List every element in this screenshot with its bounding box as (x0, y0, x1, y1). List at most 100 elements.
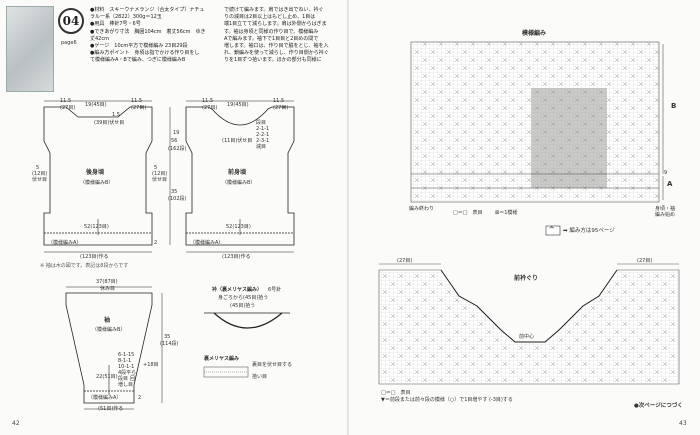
sleeve-inc-label: 8-1-1 (118, 358, 132, 364)
collar-pattern-strip (203, 366, 249, 378)
chart1-legend2: ⊠＝1模様 (495, 210, 518, 216)
instructions-block: で続けて編みます。肩ではき出でねい、衿ぐ りの減目は2目以上はもどし止め、1目は… (224, 7, 342, 65)
front-shoulder-stitches-right: (27目) (273, 105, 289, 111)
sleeve-cuff-width: 22(51目) (96, 374, 118, 380)
sleeve-increase-total: +18目 (143, 362, 159, 368)
collar-turn-note: 拾い目 (252, 374, 268, 380)
sleeve-side-height: 35 (164, 334, 171, 340)
back-title: 後身頃 (86, 169, 105, 176)
chart1-title: 模様編み (522, 30, 547, 37)
front-shoulder-width: 11.5 (202, 98, 214, 104)
sleeve-inc-note: 増し目 (118, 382, 134, 388)
collar-edge-note: 裏目を伏せ目する (252, 362, 293, 368)
collar-needle: 6号針 (268, 287, 282, 293)
repeat-highlight (531, 88, 607, 188)
chart2-legend: □＝□ 表目 (381, 390, 411, 396)
back-shoulder-stitches-right: (27目) (131, 105, 147, 111)
materials-block: ●材料 スキーウナメランジ（合太タイプ）ナチュ ラル一系（2822）300g＝1… (90, 7, 208, 65)
sleeve-side-rows: (114段) (160, 341, 179, 347)
size-line: 丈42cm (90, 35, 109, 42)
schematics (43, 100, 295, 410)
sleeve-rib-label: （模様編みA） (88, 395, 122, 401)
chart1-end-label: 編み終わり (409, 206, 435, 212)
back-neck-width: 19(45目) (85, 102, 107, 108)
front-body-outline (185, 106, 295, 246)
front-shoulder-stitches: (27目) (202, 105, 218, 111)
size-line: ●できあがり寸法 胸囲104cm 着丈56cm ゆき (90, 28, 206, 35)
back-hem-width: 52(123目) (84, 224, 109, 230)
front-dec-label: 段目 (256, 120, 267, 126)
back-rib-height: 2 (154, 240, 158, 246)
body-rows: (102段) (168, 196, 187, 202)
chart1-start-label: 身頃・袖 (655, 206, 676, 212)
sleeve-inc-label: 10-1-1 (118, 364, 135, 370)
rib-note: ※ 袖は木の図です。表記は8段からです (40, 263, 129, 269)
front-hem-width: 52(123目) (226, 224, 251, 230)
body-height: 35 (171, 189, 178, 195)
next-page-note: ●次ページにつづく (634, 403, 683, 409)
front-neck-bindoff: (11目)伏せ目 (222, 138, 253, 144)
sleeve-top-note: 休み目 (100, 286, 116, 292)
back-shoulder-width: 11.5 (60, 98, 72, 104)
sleeve-inc-label: 回 (130, 376, 136, 382)
chart1-label-a: A (667, 180, 673, 188)
side-rows: (162段) (168, 146, 187, 152)
back-body-outline (43, 106, 153, 246)
lace-chart-1 (410, 41, 664, 203)
front-dec-label: 2-3-1 (256, 138, 270, 144)
sleeve-inc-label: 段目 (118, 376, 129, 382)
tools-line: ●用具 棒針7号・6号 (90, 21, 141, 28)
right-page-number: 43 (679, 420, 687, 427)
collar-bind: (45目)拾う (230, 303, 256, 309)
sleeve-subtitle: （模様編みB） (92, 327, 126, 333)
back-rib-label: （模様編みA） (48, 240, 82, 246)
sleeve-top-width: 37(87目) (96, 279, 118, 285)
chart2-legend-note: ▼＝前段または前々段の模様（○）で1目増やす (-3目)する (381, 397, 513, 403)
chart2-title: 前衿ぐり (514, 275, 539, 282)
chart1-start-label2: 編み始め (655, 212, 676, 218)
back-armhole-st-left: (12目) (32, 171, 48, 177)
materials-line: ●材料 スキーウナメランジ（合太タイプ）ナチュ (90, 7, 205, 13)
back-shoulder-stitches: (27目) (60, 105, 76, 111)
legend-knit: □＝□ 表目 (453, 210, 483, 216)
back-rib-width: (123目)作る (80, 254, 109, 260)
chart1-label-b: B (671, 102, 677, 110)
front-shoulder-width-right: 11.5 (273, 98, 285, 104)
instruction-line: れ、鎖編みを使って減らし、作り目側から衿ぐ (224, 50, 329, 57)
sleeve-rib-width: (51目)作る (98, 406, 124, 412)
instruction-line: りの減目は2目以上はもどし止め、1目は (224, 14, 316, 21)
front-dec-label: 2-1-1 (256, 126, 270, 132)
back-neck-bindoff: (39目)伏せ目 (94, 120, 125, 126)
back-armhole-left: 5 (36, 165, 40, 171)
left-page: 04 page6 ●材料 スキーウナメランジ（合太タイプ）ナチュ ラル一系（28… (0, 0, 349, 435)
back-subtitle: （模様編みB） (80, 180, 114, 186)
front-rib-width: (123目)作る (222, 254, 251, 260)
points-line: て模様編みA・Bで編み、つぎに模様編みB (90, 57, 186, 64)
chart1-legend: □＝□ 表目 (453, 210, 482, 216)
neckline-center: 前中心 (519, 334, 535, 340)
front-dec-label: 2-2-1 (256, 132, 270, 138)
front-rib-label: （模様編みA） (190, 240, 224, 246)
photo-page-ref: page6 (61, 40, 77, 46)
collar-stitch-title: 裏メリヤス編み (204, 356, 240, 362)
front-neck-width: 19(45目) (227, 102, 249, 108)
sleeve-inc-label: 4段平ら (118, 370, 137, 376)
materials-line: ラル一系（2822）300g＝12玉 (90, 14, 162, 21)
instruction-line: 端1目立てて減らします。肩は外側からはぎま (224, 21, 327, 28)
neckline-right-st: (27目) (637, 258, 653, 264)
back-armhole-st-right: (12目) (152, 171, 168, 177)
ref-text: ➡ 編み方は95ページ (563, 228, 615, 234)
sleeve-inc-label: 6-1-15 (118, 352, 135, 358)
sleeve-title: 袖 (104, 317, 111, 324)
neckline-chart (378, 263, 680, 385)
pattern-number-badge: 04 (58, 8, 84, 34)
back-armhole-note-right: 伏せ目 (152, 177, 168, 183)
ref-symbol: ᄉ (549, 226, 555, 233)
points-line: ●編み方ポイント 身頃は指でかける作り目をし (90, 50, 200, 57)
sleeve-outline (65, 292, 153, 404)
front-dec-note: 減目 (256, 144, 267, 150)
instruction-line: Aで編みます。袖下で1目目と2目めの間で (224, 35, 319, 42)
back-neck-rows: 1.5 (112, 112, 120, 118)
back-armhole-note-left: 伏せ目 (32, 177, 48, 183)
